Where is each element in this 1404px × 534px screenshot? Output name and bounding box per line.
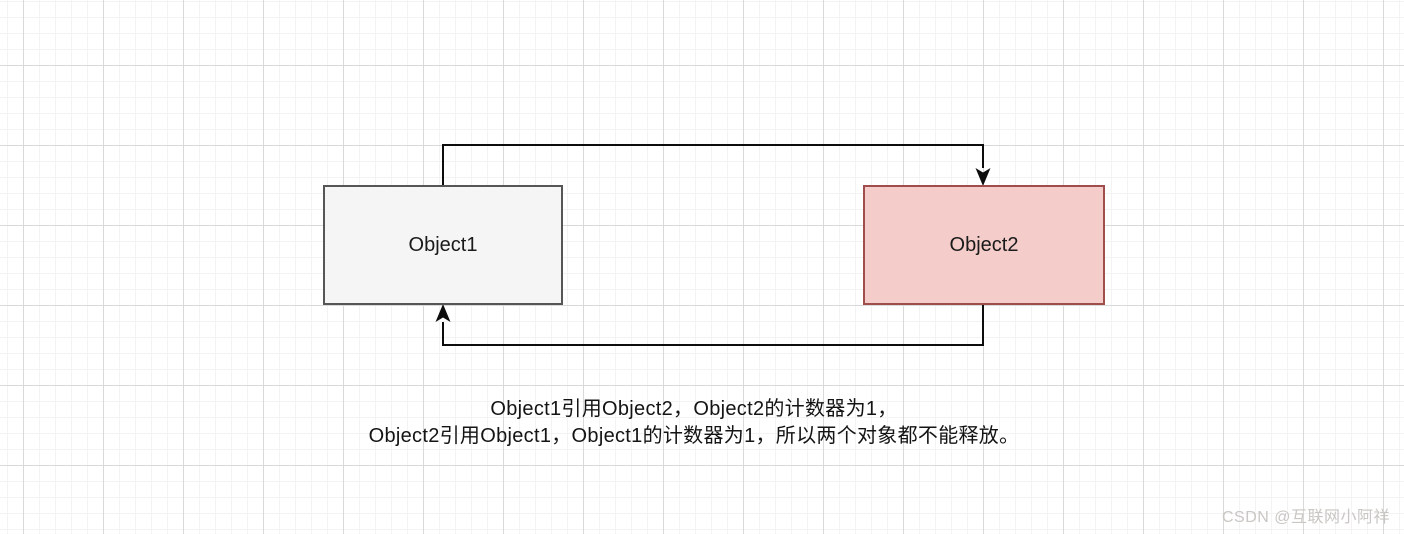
node-object2: Object2 <box>863 185 1105 305</box>
caption-line-1: Object1引用Object2，Object2的计数器为1， <box>490 398 898 420</box>
node-object1: Object1 <box>323 185 563 305</box>
arrowhead-into-object1 <box>435 304 451 322</box>
caption-line-2: Object2引用Object1，Object1的计数器为1，所以两个对象都不能… <box>368 425 1020 447</box>
csdn-watermark: CSDN @互联网小阿祥 <box>1221 509 1390 526</box>
edge-object2-to-object1 <box>442 305 984 346</box>
edge-object1-to-object2 <box>442 144 984 185</box>
arrowhead-into-object2 <box>975 168 991 186</box>
diagram-caption: Object1引用Object2，Object2的计数器为1， Object2引… <box>0 396 1388 450</box>
node-object1-label: Object1 <box>408 233 478 256</box>
node-object2-label: Object2 <box>949 233 1019 256</box>
